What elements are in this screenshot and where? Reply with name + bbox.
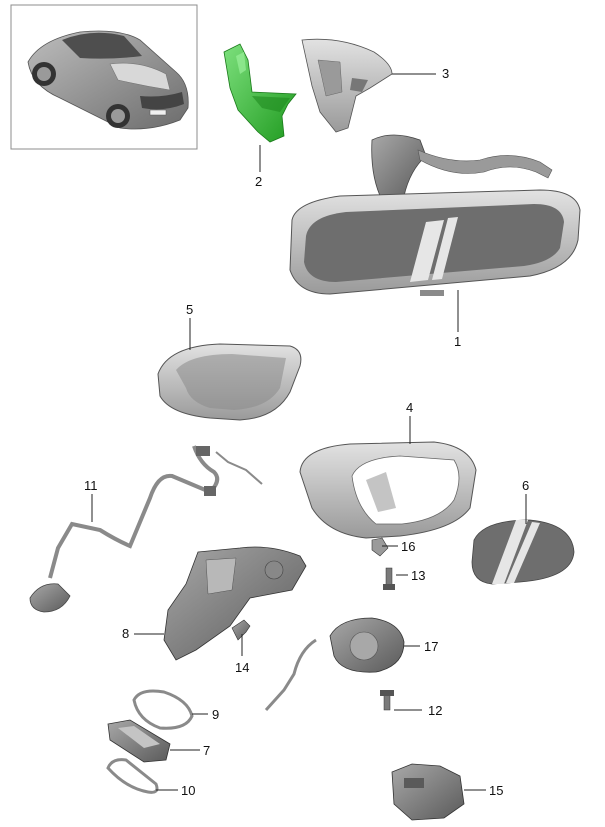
- part-11-wiring-harness[interactable]: [29, 445, 263, 613]
- callout-10[interactable]: 10: [181, 783, 195, 798]
- callout-11[interactable]: 11: [84, 478, 98, 493]
- part-14-screw[interactable]: [231, 619, 251, 641]
- part-17-fold-motor[interactable]: [264, 617, 405, 712]
- part-4-mirror-housing[interactable]: [299, 441, 477, 539]
- callout-14[interactable]: 14: [235, 660, 249, 675]
- part-6-mirror-glass[interactable]: [471, 519, 575, 585]
- callout-3[interactable]: 3: [442, 66, 449, 81]
- part-12-screw[interactable]: [380, 690, 394, 711]
- callout-17[interactable]: 17: [424, 639, 438, 654]
- callout-1[interactable]: 1: [454, 334, 461, 349]
- vehicle-thumbnail: [10, 4, 198, 150]
- part-1-interior-mirror[interactable]: [289, 134, 581, 296]
- leader-lines: [91, 73, 527, 791]
- callout-13[interactable]: 13: [411, 568, 425, 583]
- callout-4[interactable]: 4: [406, 400, 413, 415]
- part-2-cover[interactable]: [223, 43, 297, 143]
- callout-12[interactable]: 12: [428, 703, 442, 718]
- part-13-bolt[interactable]: [383, 567, 395, 590]
- part-16-clip[interactable]: [371, 537, 389, 557]
- callout-15[interactable]: 15: [489, 783, 503, 798]
- car-image: [27, 30, 189, 130]
- callout-16[interactable]: 16: [401, 539, 415, 554]
- part-9-seal[interactable]: [132, 689, 194, 730]
- part-7-base-plate[interactable]: [107, 719, 171, 763]
- part-15-control-unit[interactable]: [391, 763, 465, 821]
- part-5-mirror-cap[interactable]: [157, 343, 302, 421]
- callout-labels: 2 3 1 5 4 6 11 8 14 13 16 17 12 9 7 10 1…: [84, 66, 529, 798]
- callout-8[interactable]: 8: [122, 626, 129, 641]
- part-10-seal[interactable]: [106, 758, 159, 794]
- callout-9[interactable]: 9: [212, 707, 219, 722]
- callout-7[interactable]: 7: [203, 743, 210, 758]
- part-3-bracket-cover[interactable]: [301, 38, 393, 133]
- callout-2[interactable]: 2: [255, 174, 262, 189]
- callout-5[interactable]: 5: [186, 302, 193, 317]
- part-8-adjustment-motor[interactable]: [163, 546, 307, 661]
- callout-6[interactable]: 6: [522, 478, 529, 493]
